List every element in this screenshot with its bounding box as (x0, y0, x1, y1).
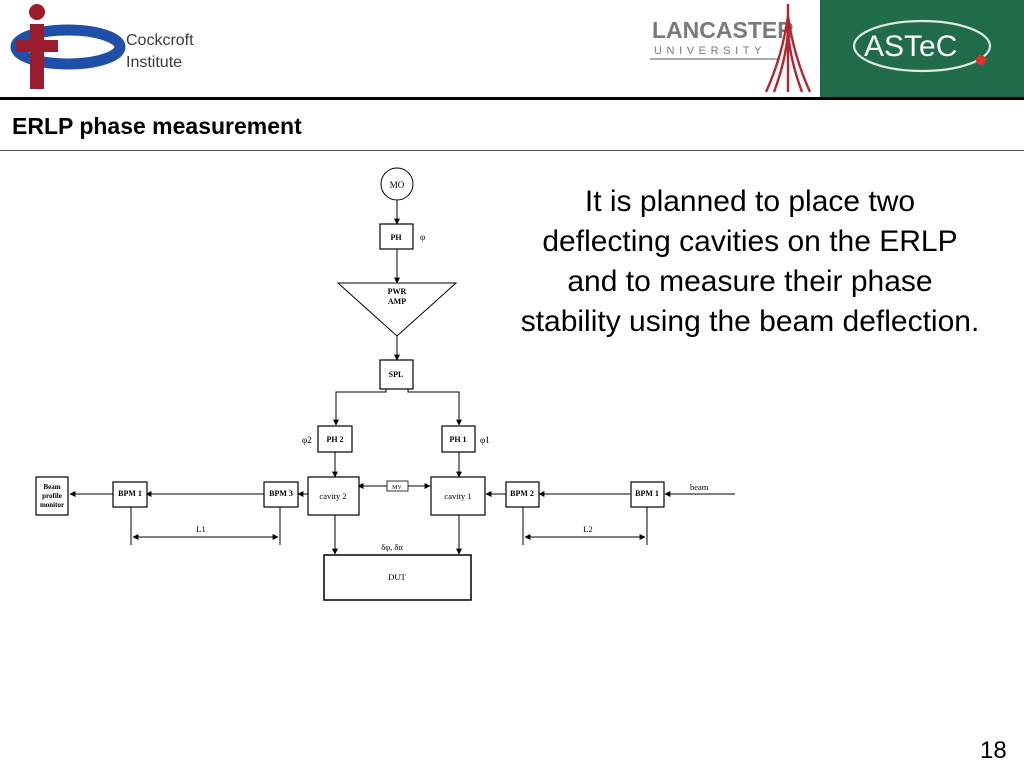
phase-shifter-1 (441, 425, 476, 453)
title-rule (0, 150, 1024, 151)
phi2-label: φ2 (302, 435, 312, 445)
master-oscillator (380, 167, 414, 201)
mv-label: MV (392, 485, 402, 491)
ci-text-line-1: Cockcroft (126, 32, 194, 49)
lancaster-text: LANCASTER (652, 17, 794, 43)
l1-label: L1 (196, 524, 205, 534)
mo-label: MO (390, 180, 405, 190)
dphi-dalpha-label: δφ, δα (381, 542, 403, 552)
bpm-monitor-line-3: monitor (40, 501, 64, 509)
lancaster-tower-emblem (764, 4, 812, 93)
bpm-2 (505, 481, 540, 508)
bpm3-label: BPM 3 (269, 489, 293, 498)
power-amplifier (336, 282, 458, 337)
device-under-test (323, 554, 472, 601)
cockcroft-institute-logo (10, 4, 126, 89)
astec-text: ASTeC (864, 30, 957, 63)
l2-label: L2 (583, 524, 592, 534)
description-text: It is planned to place two deflecting ca… (520, 185, 980, 338)
splitter (379, 359, 414, 390)
ph-label: PH (390, 233, 402, 242)
beam-profile-monitor (35, 476, 69, 516)
bpm-3 (263, 481, 299, 508)
beam-label: beam (690, 482, 709, 492)
phi-label: φ (420, 232, 425, 242)
bpm-monitor-line-1: Beam (43, 483, 60, 491)
cavity-2 (307, 476, 360, 516)
header-rule (0, 97, 1024, 100)
bpm-monitor-line-2: profile (42, 492, 62, 500)
cavity1-label: cavity 1 (444, 491, 471, 501)
phi1-label: φ1 (480, 435, 490, 445)
spl-label: SPL (389, 370, 404, 379)
bpm-1-right (630, 481, 665, 508)
bpm-1-left (112, 481, 148, 508)
slide-title: ERLP phase measurement (12, 113, 302, 139)
ph2-label: PH 2 (326, 435, 343, 444)
phase-shifter (379, 223, 414, 250)
university-text: UNIVERSITY (654, 45, 766, 57)
phase-shifter-2 (317, 425, 353, 453)
astec-logo: ASTeC (820, 0, 1024, 97)
ph1-label: PH 1 (449, 435, 466, 444)
amp-label: AMP (388, 297, 406, 306)
ci-text-line-2: Institute (126, 54, 183, 71)
lancaster-university-logo: LANCASTER UNIVERSITY (650, 4, 812, 93)
bpm1-left-label: BPM 1 (118, 489, 142, 498)
dut-label: DUT (388, 572, 406, 582)
mv-meter (386, 480, 409, 492)
bpm2-label: BPM 2 (510, 489, 534, 498)
cockcroft-institute-text: Cockcroft Institute (126, 30, 194, 74)
page-number: 18 (980, 737, 1007, 764)
bpm1-right-label: BPM 1 (635, 489, 659, 498)
cavity-1 (430, 476, 486, 516)
pwr-label: PWR (388, 287, 407, 296)
cavity2-label: cavity 2 (319, 491, 346, 501)
